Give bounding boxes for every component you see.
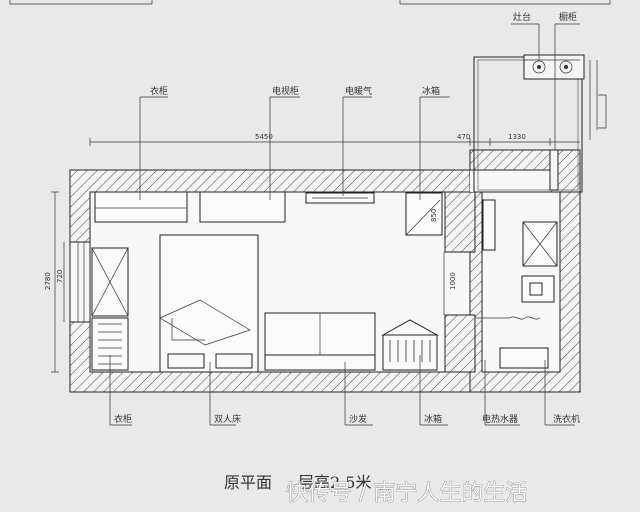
label-fridge-bottom: 冰箱 <box>424 413 442 425</box>
shelf <box>482 199 496 251</box>
bottom-leaders <box>109 355 575 426</box>
desk <box>94 191 188 223</box>
furniture <box>91 191 558 373</box>
balcony <box>473 54 607 193</box>
label-water-heater: 电热水器 <box>482 413 518 425</box>
watermark-text: 快传号 / 南宁人生的生活 <box>286 481 527 506</box>
dim-width-b: 1330 <box>508 133 526 141</box>
dim-850: 850 <box>430 209 438 222</box>
label-stove: 灶台 <box>513 11 531 23</box>
caption-main: 原平面 <box>224 473 272 492</box>
label-heater: 电暖气 <box>345 85 372 97</box>
dimension-lines <box>51 138 580 373</box>
label-wardrobe-desk: 衣柜 <box>150 85 168 97</box>
fridge-top <box>405 192 443 236</box>
top-frame-right <box>399 0 611 5</box>
water-heater <box>499 347 549 369</box>
double-bed <box>159 234 259 373</box>
dim-width-main: 5450 <box>255 133 273 141</box>
dim-width-a: 470 <box>457 133 470 141</box>
label-washer: 洗衣机 <box>553 413 580 425</box>
dim-height-total: 2780 <box>44 272 52 290</box>
label-double-bed: 双人床 <box>214 413 241 425</box>
label-sofa: 沙发 <box>349 413 367 425</box>
toilet <box>521 275 555 303</box>
caption-sub: 层高2.5米 <box>298 473 371 492</box>
label-tv-cabinet: 电视柜 <box>272 85 299 97</box>
top-frame-left <box>9 0 153 5</box>
dim-1000: 1000 <box>449 272 457 290</box>
label-closet: 衣柜 <box>114 413 132 425</box>
dim-height-window: 720 <box>56 270 64 283</box>
label-fridge-top: 冰箱 <box>422 85 440 97</box>
tv-cabinet <box>199 191 286 223</box>
label-cabinet: 橱柜 <box>559 11 577 23</box>
top-leaders <box>139 23 580 200</box>
